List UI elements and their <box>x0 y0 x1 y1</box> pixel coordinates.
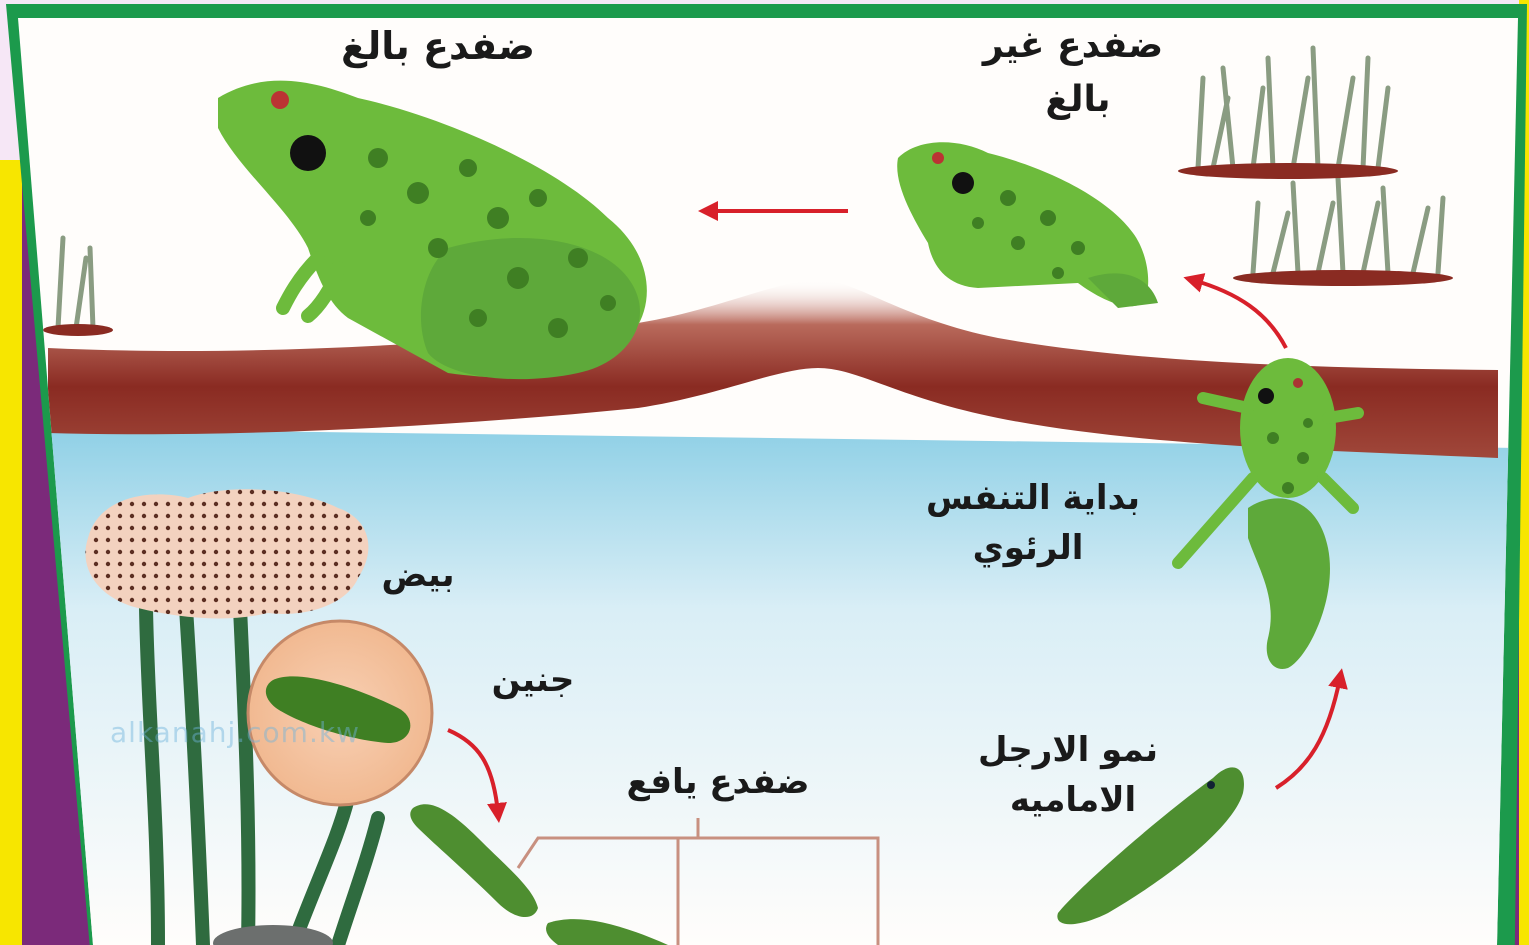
watermark-text: alkanahj.com.kw <box>110 716 360 749</box>
label-embryo: جنين <box>478 658 588 702</box>
arrow-to-juvenile <box>1193 280 1286 348</box>
label-eggs: بيض <box>358 553 478 597</box>
juvenile-frog <box>897 142 1158 308</box>
label-lung-breathing-line1: بداية التنفس <box>918 476 1148 520</box>
frog-life-cycle-diagram: ضفدع بالغ ضفدع غير بالغ بداية التنفس الر… <box>18 18 1518 945</box>
label-adult-frog: ضفدع بالغ <box>328 24 548 68</box>
label-tadpole: ضفدع يافع <box>618 760 818 804</box>
egg-mass <box>85 489 368 618</box>
label-juvenile-frog-line2: بالغ <box>1023 78 1133 122</box>
label-juvenile-frog-line1: ضفدع غير <box>973 24 1173 68</box>
label-front-legs-line1: نمو الارجل <box>968 728 1168 772</box>
label-lung-breathing-line2: الرئوي <box>948 526 1108 570</box>
adult-frog <box>218 81 647 379</box>
life-cycle-illustration <box>18 18 1518 945</box>
label-front-legs-line2: الاماميه <box>1003 778 1143 822</box>
left-yellow-border <box>0 160 22 945</box>
